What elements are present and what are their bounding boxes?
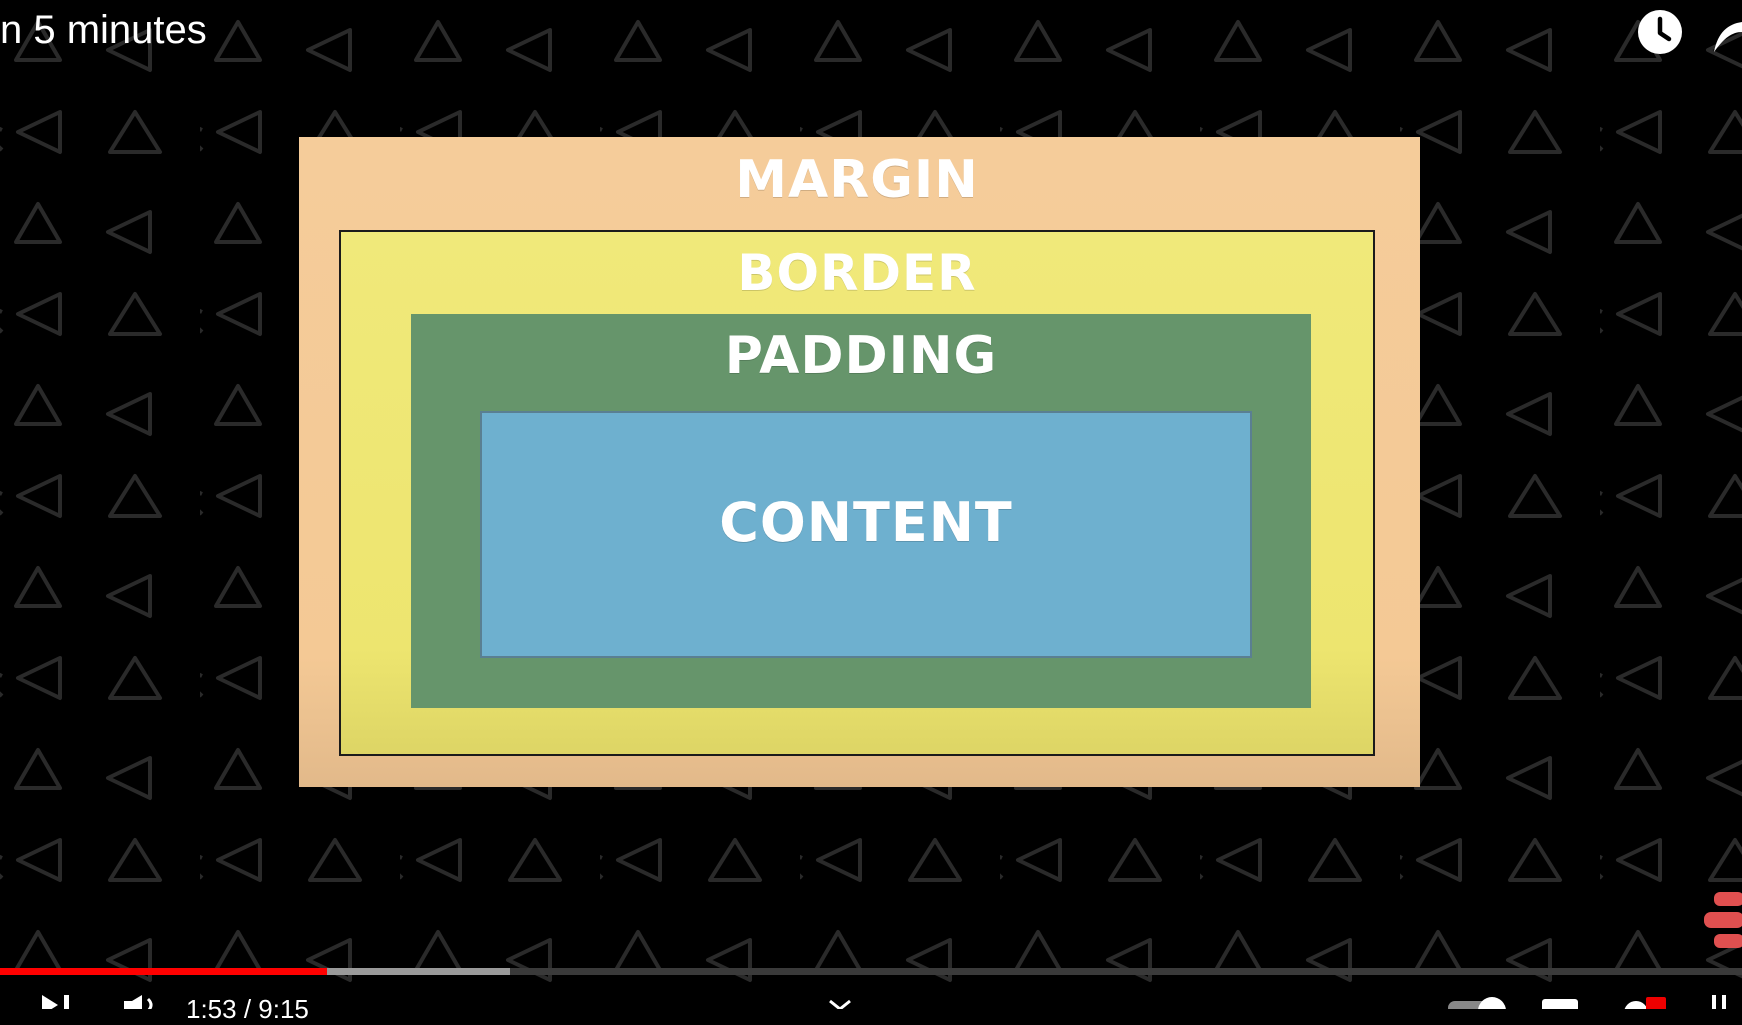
time-display: 1:53 / 9:15	[186, 994, 309, 1024]
next-icon[interactable]	[40, 995, 74, 1009]
clock-icon[interactable]	[1636, 8, 1684, 56]
progress-track[interactable]	[0, 968, 1742, 975]
video-title[interactable]: n 5 minutes	[0, 8, 207, 52]
volume-icon[interactable]	[122, 995, 158, 1009]
padding-label: PADDING	[724, 326, 998, 386]
autoplay-toggle-icon[interactable]	[1446, 995, 1508, 1009]
progress-played[interactable]	[0, 968, 327, 975]
border-label: BORDER	[737, 244, 977, 302]
fullscreen-icon[interactable]	[1710, 995, 1740, 1009]
content-label: CONTENT	[719, 491, 1013, 554]
box-model-diagram: MARGIN BORDER PADDING CONTENT	[299, 137, 1420, 787]
margin-label: MARGIN	[735, 150, 979, 210]
channel-watermark-icon[interactable]	[1702, 890, 1742, 956]
subtitles-icon[interactable]	[1540, 995, 1580, 1009]
settings-hd-icon[interactable]	[1620, 995, 1668, 1009]
chapter-chevron-icon[interactable]	[826, 995, 856, 1009]
share-icon[interactable]	[1712, 12, 1742, 56]
content-box: CONTENT	[480, 411, 1252, 658]
